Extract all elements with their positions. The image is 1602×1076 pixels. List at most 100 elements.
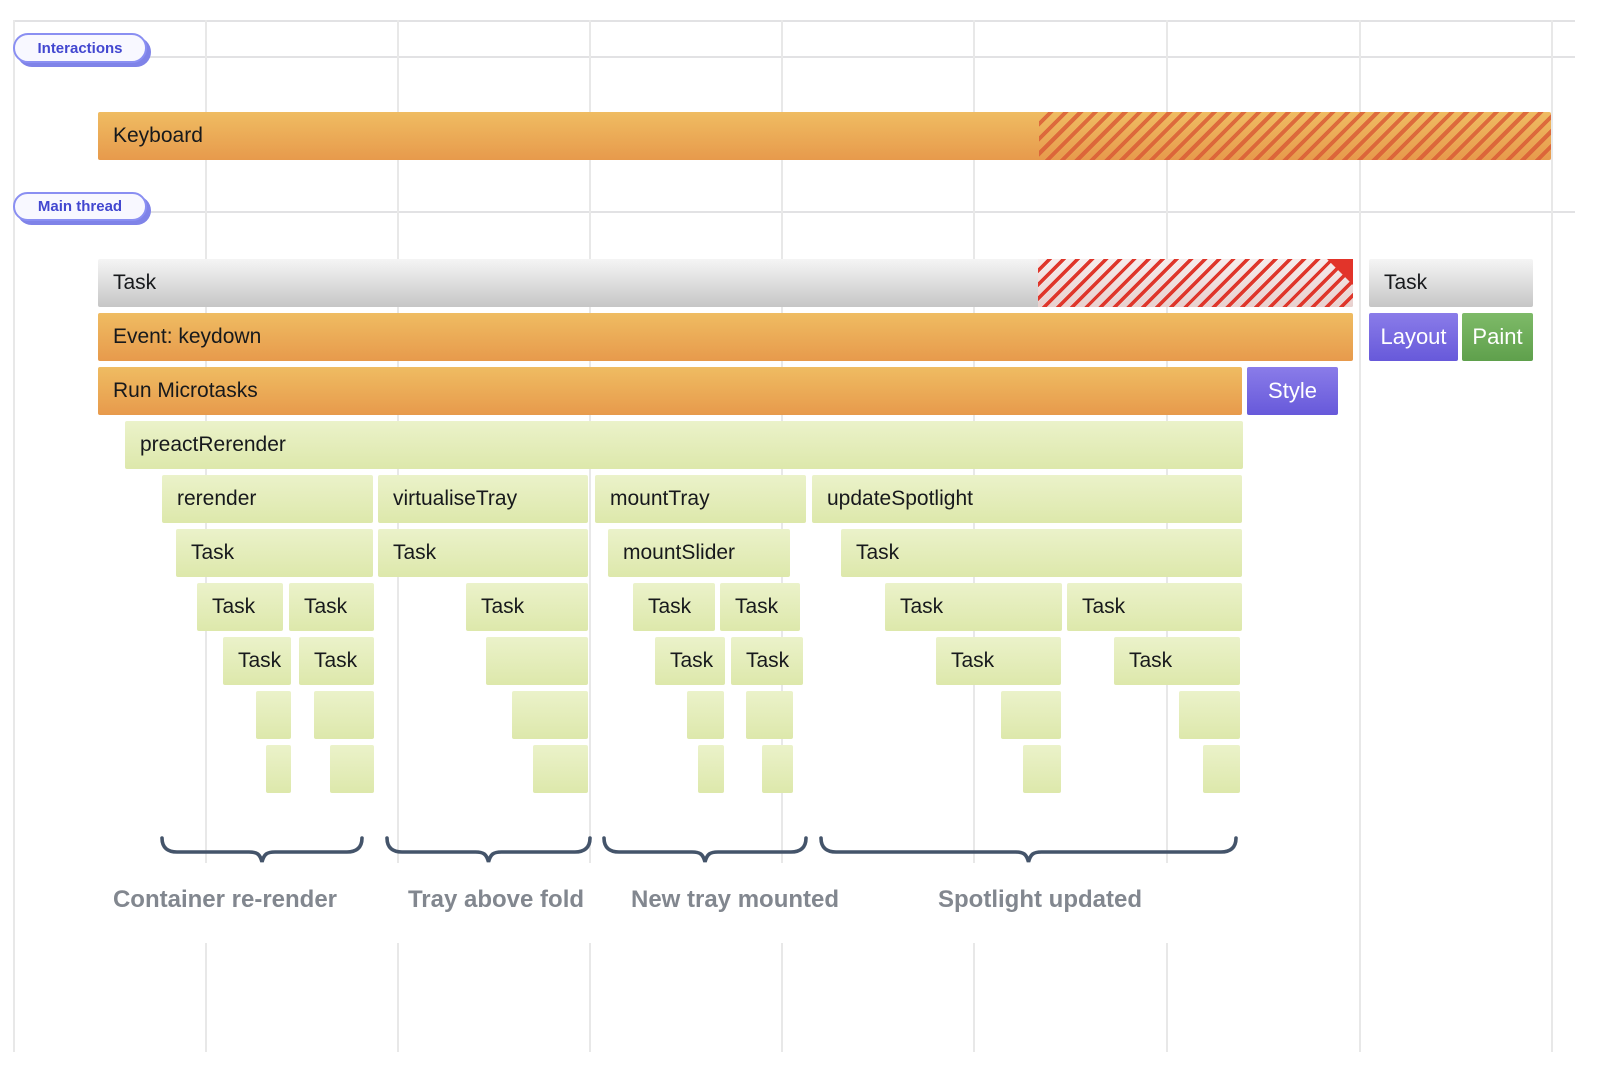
bar-task[interactable]: Task <box>841 529 1242 577</box>
bar-unlabeled[interactable] <box>533 745 588 793</box>
bar-style[interactable]: Style <box>1247 367 1338 415</box>
bar-label: Task <box>951 649 995 672</box>
bar-task[interactable]: Task <box>378 529 588 577</box>
bar-task[interactable]: Task <box>176 529 373 577</box>
bar-unlabeled[interactable] <box>762 745 793 793</box>
bar-unlabeled[interactable] <box>1203 745 1240 793</box>
bar-label: Task <box>212 595 256 618</box>
annotation-brace <box>160 836 364 863</box>
main-thread-track-pill[interactable]: Main thread <box>13 192 147 221</box>
bar-task[interactable]: Task <box>633 583 715 631</box>
interactions-track-pill[interactable]: Interactions <box>13 33 147 63</box>
bar-label: Task <box>670 649 714 672</box>
bar-task[interactable]: Task <box>197 583 283 631</box>
bar-label: Task <box>735 595 779 618</box>
bar-label: Task <box>900 595 944 618</box>
annotation-label: Spotlight updated <box>938 886 1142 913</box>
bar-paint[interactable]: Paint <box>1462 313 1533 361</box>
bar-rerender[interactable]: rerender <box>162 475 373 523</box>
annotation-label: New tray mounted <box>630 886 840 913</box>
bar-task[interactable]: Task <box>731 637 803 685</box>
bar-run-microtasks[interactable]: Run Microtasks <box>98 367 1242 415</box>
bar-mounttray[interactable]: mountTray <box>595 475 806 523</box>
interactions-track-label: Interactions <box>37 39 123 57</box>
bar-unlabeled[interactable] <box>486 637 588 685</box>
bar-preactrerender[interactable]: preactRerender <box>125 421 1243 469</box>
annotation-label: Container re-render <box>112 886 338 913</box>
bar-label: Task <box>113 271 157 294</box>
bar-label: Event: keydown <box>113 325 262 348</box>
bar-label: Keyboard <box>113 124 203 147</box>
bar-task[interactable]: Task <box>299 637 374 685</box>
gridline <box>397 943 399 1052</box>
gridline <box>205 943 207 1052</box>
bar-unlabeled[interactable] <box>266 745 291 793</box>
bar-label: Task <box>1082 595 1126 618</box>
bar-task[interactable]: Task <box>1114 637 1240 685</box>
bar-unlabeled[interactable] <box>698 745 724 793</box>
gridline <box>1359 20 1361 1052</box>
bar-unlabeled[interactable] <box>314 691 374 739</box>
bar-label: Style <box>1268 378 1317 403</box>
bar-label: Task <box>856 541 900 564</box>
bar-label: Task <box>314 649 358 672</box>
bar-unlabeled[interactable] <box>256 691 291 739</box>
gridline <box>13 20 15 1052</box>
bar-label: Task <box>1384 271 1428 294</box>
top-track-line <box>13 20 1575 22</box>
bar-virtualisetray[interactable]: virtualiseTray <box>378 475 588 523</box>
bar-task[interactable]: Task <box>1067 583 1242 631</box>
bar-task[interactable]: Task <box>223 637 291 685</box>
bar-label: Task <box>648 595 692 618</box>
bar-keyboard[interactable]: Keyboard <box>98 112 1551 160</box>
bar-label: mountTray <box>610 487 710 510</box>
bar-unlabeled[interactable] <box>687 691 724 739</box>
annotation-brace <box>819 836 1238 863</box>
bar-task[interactable]: Task <box>885 583 1062 631</box>
main-thread-track-label: Main thread <box>37 198 123 215</box>
bar-unlabeled[interactable] <box>1179 691 1240 739</box>
bar-unlabeled[interactable] <box>746 691 793 739</box>
bar-label: Layout <box>1380 324 1447 349</box>
bar-label: rerender <box>177 487 257 510</box>
bar-unlabeled[interactable] <box>512 691 588 739</box>
bar-label: virtualiseTray <box>393 487 518 510</box>
bar-task[interactable]: Task <box>720 583 800 631</box>
gridline <box>1551 20 1553 1052</box>
main-thread-track-line <box>148 211 1575 213</box>
bar-label: Paint <box>1472 324 1523 349</box>
annotation-brace <box>385 836 592 863</box>
bar-updatespotlight[interactable]: updateSpotlight <box>812 475 1242 523</box>
bar-label: Task <box>481 595 525 618</box>
annotation-label: Tray above fold <box>407 886 585 913</box>
bar-task[interactable]: Task <box>466 583 588 631</box>
bar-unlabeled[interactable] <box>330 745 374 793</box>
bar-task[interactable]: Task <box>655 637 725 685</box>
bar-label: Task <box>393 541 437 564</box>
annotation-label-band <box>90 863 1280 941</box>
bar-mountslider[interactable]: mountSlider <box>608 529 790 577</box>
bar-task[interactable]: Task <box>936 637 1061 685</box>
bar-layout[interactable]: Layout <box>1369 313 1458 361</box>
bar-unlabeled[interactable] <box>1023 745 1061 793</box>
gridline <box>1166 943 1168 1052</box>
bar-label: updateSpotlight <box>827 487 973 510</box>
bar-event-keydown[interactable]: Event: keydown <box>98 313 1353 361</box>
bar-label: Task <box>191 541 235 564</box>
bar-task[interactable]: Task <box>289 583 374 631</box>
bar-label: Task <box>304 595 348 618</box>
gridline <box>973 943 975 1052</box>
bar-label: Task <box>238 649 282 672</box>
bar-label: Run Microtasks <box>113 379 258 402</box>
hatched-extension <box>1039 112 1551 160</box>
bar-task[interactable]: Task <box>1369 259 1533 307</box>
annotation-brace <box>602 836 808 863</box>
bar-label: Task <box>746 649 790 672</box>
bar-task[interactable]: Task <box>98 259 1353 307</box>
bar-label: mountSlider <box>623 541 736 564</box>
bar-unlabeled[interactable] <box>1001 691 1061 739</box>
bar-label: Task <box>1129 649 1173 672</box>
gridline <box>589 943 591 1052</box>
bar-label: preactRerender <box>140 433 286 456</box>
